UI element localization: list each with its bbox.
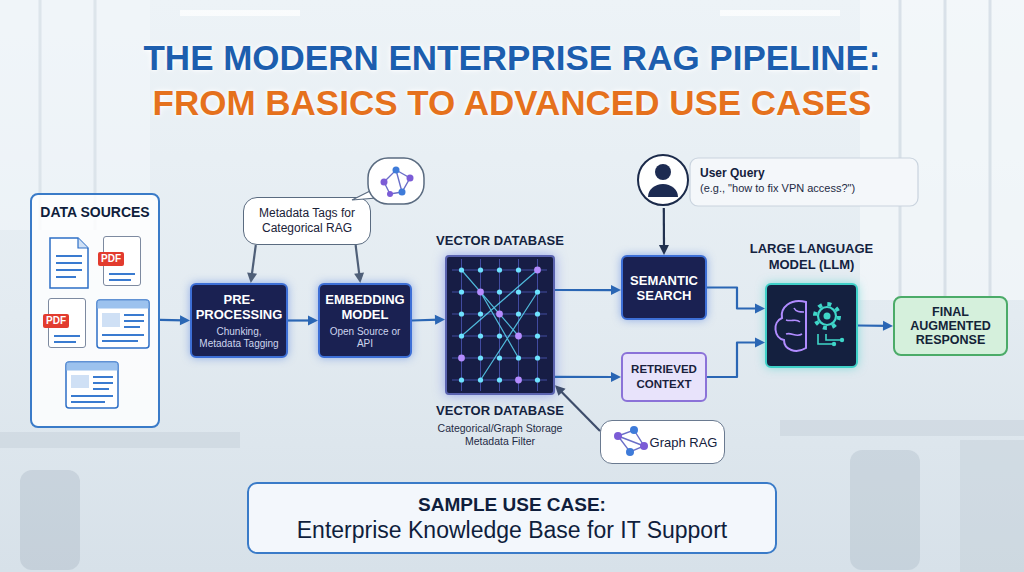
arrow-head xyxy=(247,272,257,283)
desk xyxy=(780,420,1024,436)
arrow-head xyxy=(180,315,190,325)
node-label: Metadata Tags for Categorical RAG xyxy=(250,206,364,236)
use-case-box: SAMPLE USE CASE:Enterprise Knowledge Bas… xyxy=(247,482,777,554)
arrow-head xyxy=(755,304,765,314)
arrow-head xyxy=(659,245,669,255)
connector-arrow xyxy=(354,245,364,283)
process-box: EMBEDDING MODEL Open Source or API xyxy=(318,283,412,358)
node-label: LARGE LANGUAGE MODEL (LLM) xyxy=(740,241,883,273)
connector-arrow xyxy=(412,315,445,325)
window xyxy=(860,0,1024,300)
node-label: SAMPLE USE CASE: xyxy=(418,493,606,516)
process-box: PRE- PROCESSING Chunking, Metadata Taggin… xyxy=(190,283,288,358)
connector-arrow xyxy=(659,208,669,255)
node-label: RETRIEVED CONTEXT xyxy=(626,362,702,392)
node-label: User Query xyxy=(700,166,765,181)
network-icon-bubble xyxy=(352,158,424,204)
context-box: RETRIEVED CONTEXT xyxy=(621,352,707,402)
node-sublabel: Chunking, Metadata Tagging xyxy=(195,326,283,350)
arrow-head xyxy=(883,321,893,331)
connector-line xyxy=(559,390,600,432)
database-block: VECTOR DATABASEVECTOR DATABASECategorica… xyxy=(445,255,555,395)
cabinet xyxy=(960,440,1024,572)
connector-line xyxy=(412,319,439,322)
arrow-head xyxy=(755,338,765,348)
window-frame xyxy=(900,0,990,300)
webpage-icon xyxy=(66,362,118,408)
document-icon xyxy=(50,238,88,288)
ceiling-light xyxy=(180,10,300,16)
pdf-icon: PDF xyxy=(103,236,141,286)
connector-line xyxy=(707,288,759,309)
query-bubble xyxy=(690,158,918,206)
node-label: PDF xyxy=(98,252,124,266)
process-box: SEMANTIC SEARCH xyxy=(621,255,707,320)
ceiling-light xyxy=(720,10,840,16)
brain-icon xyxy=(775,301,844,351)
user-avatar xyxy=(638,155,688,205)
node-sublabel: Enterprise Knowledge Base for IT Support xyxy=(297,516,727,544)
arrow-head xyxy=(435,315,445,325)
node-label: PRE- PROCESSING xyxy=(195,292,283,322)
connector-line xyxy=(707,343,759,378)
connector-arrow xyxy=(555,385,600,431)
connector-arrow xyxy=(555,372,621,382)
connector-line xyxy=(555,376,615,378)
output-box: FINAL AUGMENTED RESPONSE xyxy=(893,296,1008,356)
connector-line xyxy=(288,319,312,321)
arrow-head xyxy=(308,316,318,326)
query-box: User Query(e.g., "how to fix VPN access?… xyxy=(636,152,920,208)
node-label: DATA SOURCES xyxy=(32,204,158,220)
connector-line xyxy=(356,245,360,277)
callout-bubble: Metadata Tags for Categorical RAG xyxy=(243,197,371,245)
chair xyxy=(850,450,920,570)
connector-line xyxy=(663,208,665,249)
source-group: DATA SOURCESPDFPDF xyxy=(30,193,160,428)
connector-arrow xyxy=(555,285,621,295)
node-sublabel: (e.g., "how to fix VPN access?") xyxy=(700,181,855,195)
webpage-icon xyxy=(97,300,149,348)
node-sublabel: VECTOR DATABASE xyxy=(402,403,598,419)
callout-bubble: Graph RAG xyxy=(600,420,725,464)
document-lines xyxy=(54,274,135,342)
node-label: FINAL AUGMENTED RESPONSE xyxy=(898,305,1003,347)
graph-icon xyxy=(614,426,648,456)
chair xyxy=(20,470,80,570)
pdf-icon: PDF xyxy=(48,298,86,348)
diagram-subtitle: FROM BASICS TO ADVANCED USE CASES xyxy=(0,83,1024,123)
model-box: LARGE LANGUAGE MODEL (LLM) xyxy=(765,283,858,368)
connector-arrow xyxy=(247,245,257,283)
connector-arrow xyxy=(288,316,318,326)
desk xyxy=(0,432,240,448)
connector-line xyxy=(252,245,256,277)
arrow-head xyxy=(555,385,566,396)
node-label: SEMANTIC SEARCH xyxy=(626,273,702,303)
node-sublabel: Open Source or API xyxy=(323,326,407,350)
connector-line xyxy=(858,324,887,327)
connector-arrow xyxy=(160,315,190,325)
node-label: EMBEDDING MODEL xyxy=(323,292,407,322)
connector-arrow xyxy=(858,321,893,331)
node-label: VECTOR DATABASE xyxy=(402,233,598,249)
node-sublabel: Categorical/Graph Storage Metadata Filte… xyxy=(420,422,580,448)
node-label: Graph RAG xyxy=(650,435,718,450)
arrow-head xyxy=(354,272,364,283)
connector-line xyxy=(555,289,615,291)
diagram-title: THE MODERN ENTERPRISE RAG PIPELINE: xyxy=(0,38,1024,78)
connector-arrow xyxy=(707,288,765,314)
arrow-head xyxy=(611,285,621,295)
connector-line xyxy=(160,319,184,322)
arrow-head xyxy=(611,372,621,382)
vector-grid xyxy=(452,259,547,391)
node-label: PDF xyxy=(43,314,69,328)
connector-arrow xyxy=(707,338,765,378)
